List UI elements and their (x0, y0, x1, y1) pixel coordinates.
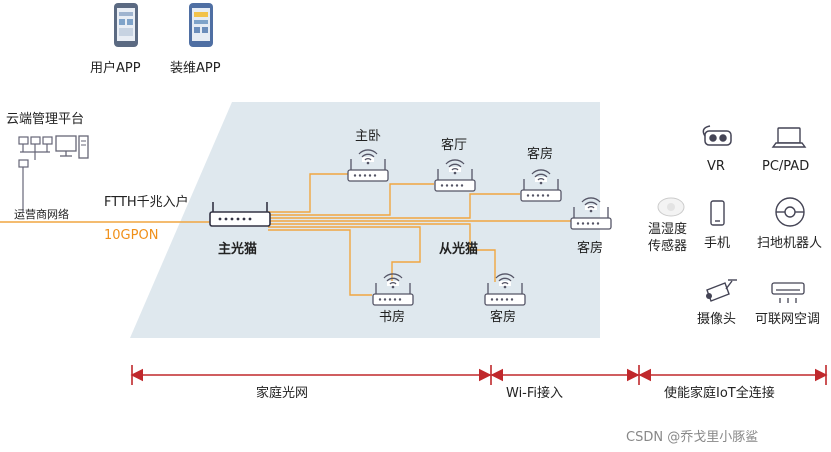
device-camera: 摄像头 (697, 312, 736, 327)
device-vr: VR (707, 159, 725, 174)
scope-wifi-access: Wi-Fi接入 (506, 385, 563, 401)
phone-icon (710, 200, 725, 226)
laptop-icon (771, 127, 807, 148)
operator-network-label: 运营商网络 (14, 207, 69, 221)
main-ont-label: 主光猫 (218, 241, 257, 257)
device-phone: 手机 (704, 236, 730, 251)
device-sensor-line1: 温湿度 (648, 221, 687, 237)
scope-home-optical-network: 家庭光网 (256, 385, 308, 401)
home-network-panel (130, 102, 600, 338)
vr-headset-icon (702, 125, 732, 146)
cloud-platform-label: 云端管理平台 (6, 112, 84, 127)
gpon-label: 10GPON (104, 228, 158, 243)
room-guest-room-3: 客房 (490, 309, 516, 325)
sub-ont-label: 从光猫 (439, 241, 478, 257)
fiber-branches (268, 173, 571, 296)
device-robot: 扫地机器人 (757, 236, 822, 251)
scope-iot-full-connection: 使能家庭IoT全连接 (664, 385, 775, 401)
room-living-room: 客厅 (441, 137, 467, 153)
computer-icon (55, 135, 89, 159)
network-topology-icon (18, 136, 53, 174)
room-guest-room-2: 客房 (577, 240, 603, 256)
install-app-label: 装维APP (170, 61, 221, 76)
user-app-phone-icon (114, 3, 138, 47)
robot-vacuum-icon (775, 197, 805, 227)
room-study: 书房 (379, 309, 405, 325)
scope-arrows (130, 365, 828, 385)
room-guest-room-1: 客房 (527, 146, 553, 162)
room-master-bedroom: 主卧 (355, 129, 381, 144)
device-sensor-line2: 传感器 (648, 238, 687, 254)
watermark: CSDN @乔戈里小豚鲨 (626, 430, 758, 445)
install-app-phone-icon (189, 3, 213, 47)
camera-icon (706, 279, 737, 302)
user-app-label: 用户APP (90, 60, 141, 76)
device-pc-pad: PC/PAD (762, 159, 809, 174)
ftth-label: FTTH千兆入户 (104, 194, 189, 210)
main-ont-device (209, 202, 271, 227)
device-aircon: 可联网空调 (755, 312, 820, 327)
air-conditioner-icon (771, 282, 805, 303)
sensor-icon (657, 197, 685, 217)
